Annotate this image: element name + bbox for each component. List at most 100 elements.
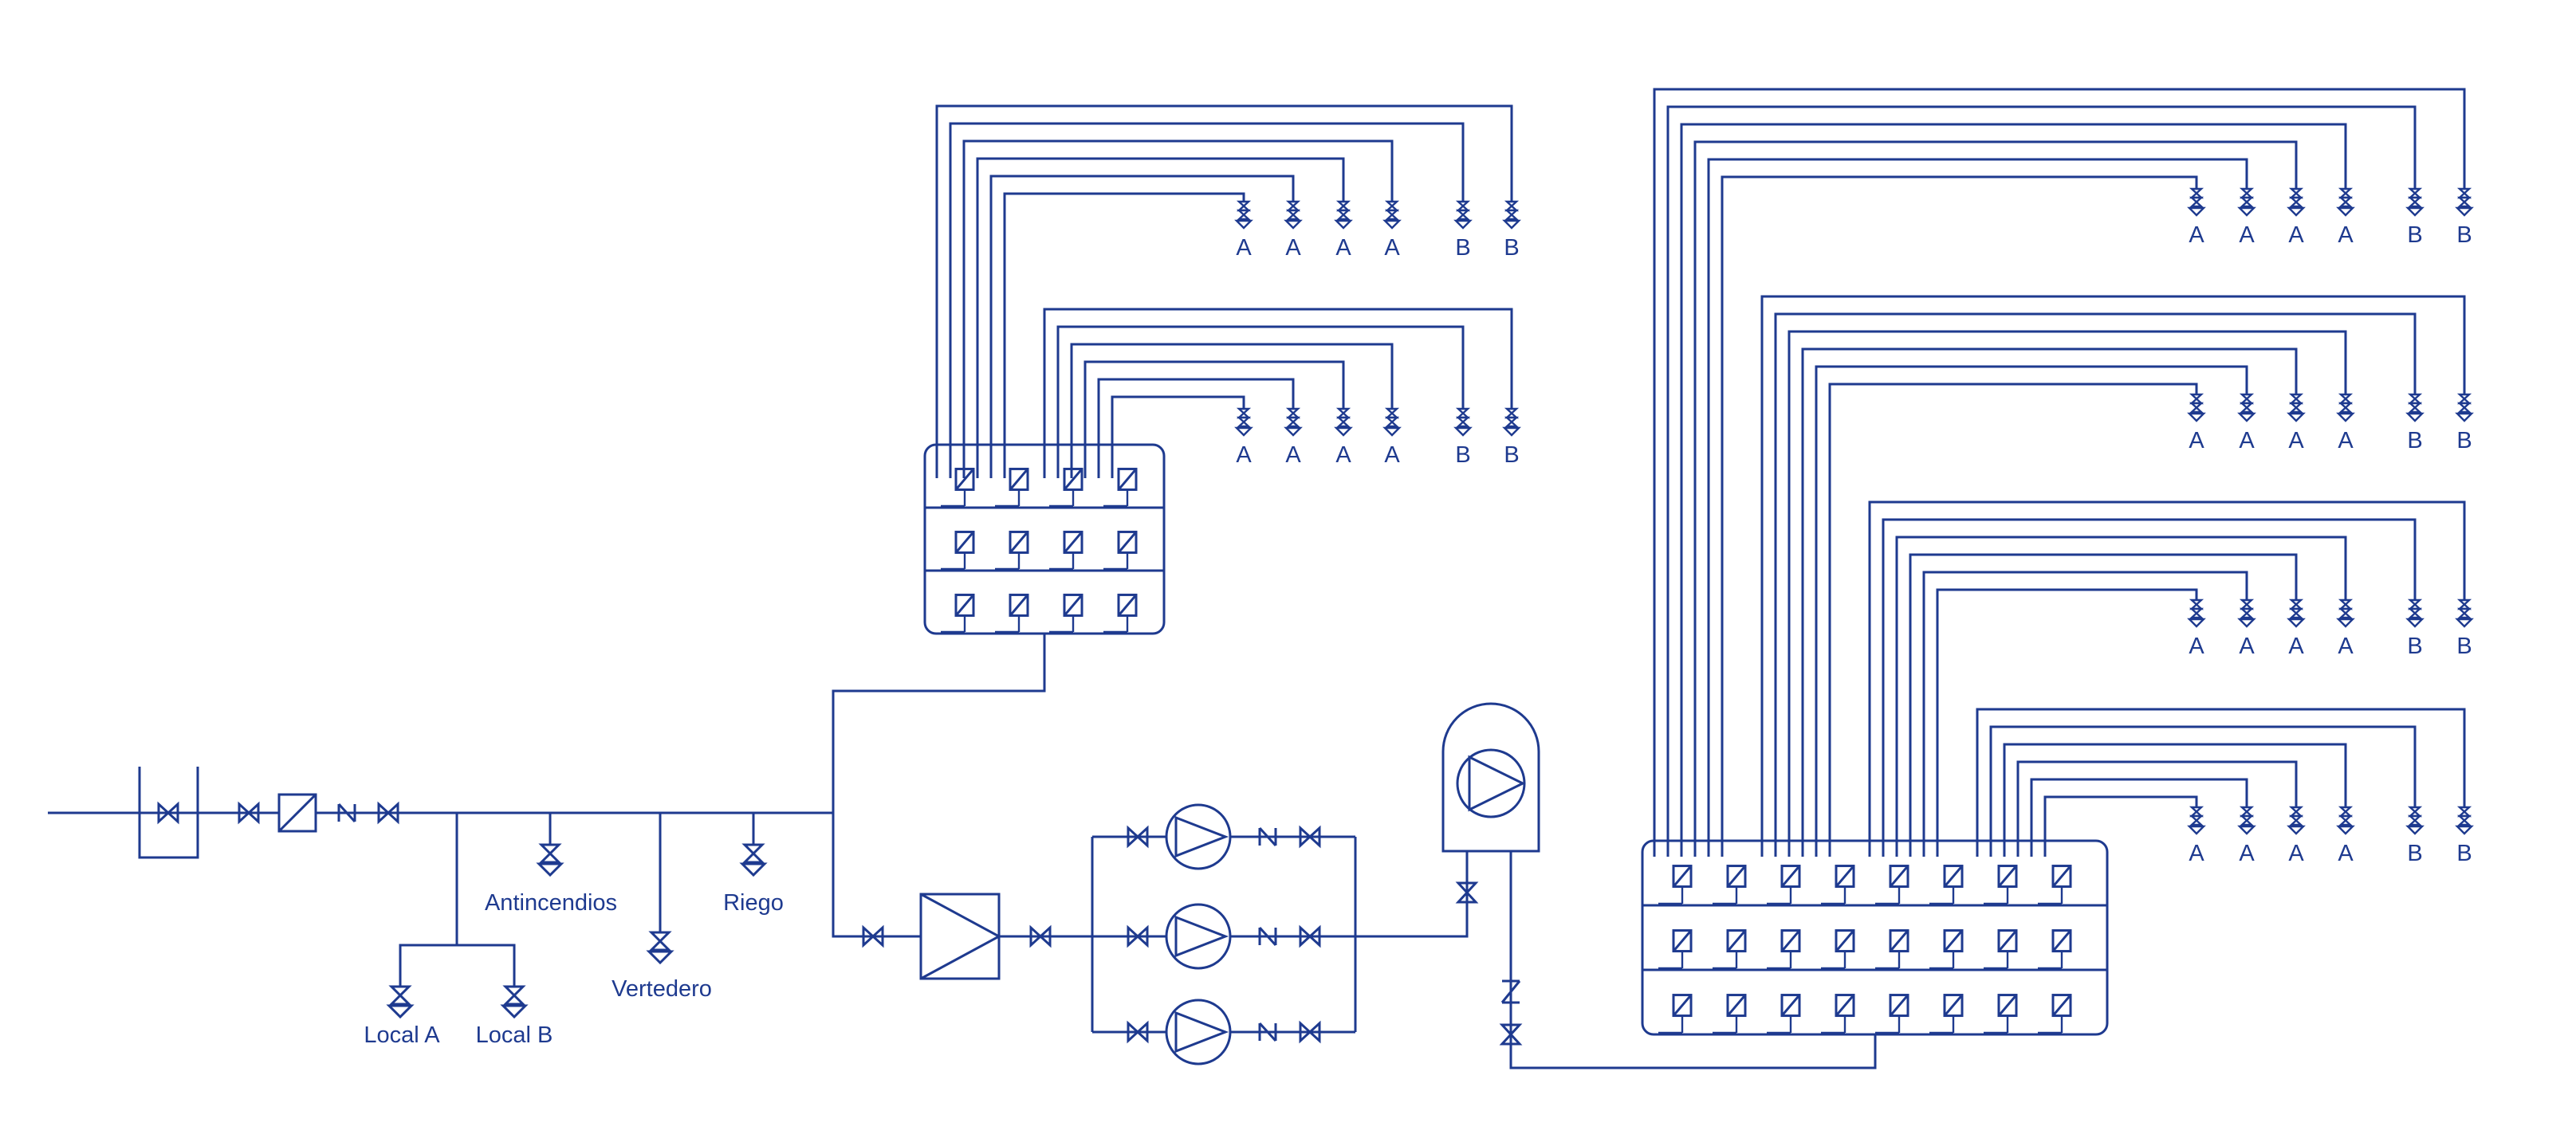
tap-icon [1503,407,1520,437]
tap-icon [2287,187,2305,217]
tap-icon [2406,187,2424,217]
meter-icon [1726,929,1747,953]
outlet-label: A [2338,428,2354,453]
meter-icon [954,530,975,554]
outlet-label: A [2189,428,2204,453]
outlet-label: A [2338,841,2354,866]
meter-icon [954,593,975,617]
outlet-label: A [2239,222,2255,248]
pump-icon [1165,999,1232,1065]
tap-icon [2456,598,2473,628]
meter-icon [1943,994,1964,1018]
outlet-label: A [2338,634,2354,659]
tap-icon [2188,806,2205,835]
tap-icon [2188,393,2205,422]
outlet-label: A [2239,841,2255,866]
meter-icon [1780,929,1801,953]
branch-vertedero: Vertedero [612,813,712,1002]
outlet-label: B [2456,841,2472,866]
meter-icon [1835,994,1855,1018]
label-antincendios: Antincendios [485,890,617,916]
tap-icon [1335,407,1352,437]
tap-icon [2337,806,2354,835]
tap-icon [2238,806,2255,835]
tap-icon [2337,187,2354,217]
tap-icon [2406,806,2424,835]
tap-icon [1284,407,1302,437]
outlet-label: A [1285,235,1301,261]
outlet-label: B [2456,634,2472,659]
outlet-label: A [2288,841,2304,866]
meter-icon [1997,994,2018,1018]
tap-icon [2456,187,2473,217]
hydropneumatic-tank-icon [1441,702,1877,1069]
meter-icon [1117,593,1138,617]
outlet-group: A A A A B B [1760,295,2473,857]
outlet-label: A [2288,222,2304,248]
tap-icon [2287,393,2305,422]
outlet-label: A [1236,235,1252,261]
meter-icon [1889,929,1909,953]
outlet-label: A [1384,442,1400,468]
tap-icon [1235,407,1253,437]
tap-icon [2238,598,2255,628]
meter-icon [1009,530,1029,554]
tap-icon [1335,200,1352,230]
tap-icon [1284,200,1302,230]
outlet-label: B [2456,222,2472,248]
outlet-label: B [1455,235,1470,261]
tap-icon [1235,200,1253,230]
tank-icon [919,893,1001,980]
branch-locals: Local A Local B [364,813,553,1048]
meter-icon [1117,530,1138,554]
outlet-label: B [1504,442,1519,468]
main-supply-line [48,767,833,859]
tap-icon [2238,187,2255,217]
branch-riego: Riego [723,813,784,916]
label-local-a: Local A [364,1022,440,1048]
outlet-label: A [1335,442,1351,468]
tap-icon [2188,598,2205,628]
meter-icon [2051,865,2072,889]
tap-icon [2337,598,2354,628]
outlet-label: B [2407,634,2422,659]
meter-icon [2051,929,2072,953]
tap-icon [2337,393,2354,422]
outlet-label: A [1384,235,1400,261]
outlet-label: A [1236,442,1252,468]
meter-icon [1943,929,1964,953]
meter-icon [1835,929,1855,953]
pump-icon [1165,903,1232,970]
meter-icon [1063,530,1083,554]
meter-icon [1063,467,1083,491]
branch-antincendios: Antincendios [485,813,617,916]
meter-icon [1672,865,1693,889]
meter-icon [1835,865,1855,889]
outlet-label: B [2407,428,2422,453]
meter-icon [1063,593,1083,617]
tap-icon [1503,200,1520,230]
meter-icon [1009,593,1029,617]
meter-icon [1943,865,1964,889]
outlet-group: A A A A B B [935,104,1520,478]
tap-icon [1454,407,1472,437]
meter-icon [1780,865,1801,889]
outlet-label: B [2407,841,2422,866]
tap-icon [2287,806,2305,835]
tap-icon [2456,806,2473,835]
meter-icon [1780,994,1801,1018]
meter-icon [2051,994,2072,1018]
meter-icon [1726,865,1747,889]
meter-icon [1889,994,1909,1018]
outlet-label: A [2239,634,2255,659]
outlet-label: A [2338,222,2354,248]
meter-icon [1997,865,2018,889]
outlet-label: A [2288,634,2304,659]
tap-icon [2406,598,2424,628]
pump-icon [1165,803,1232,870]
